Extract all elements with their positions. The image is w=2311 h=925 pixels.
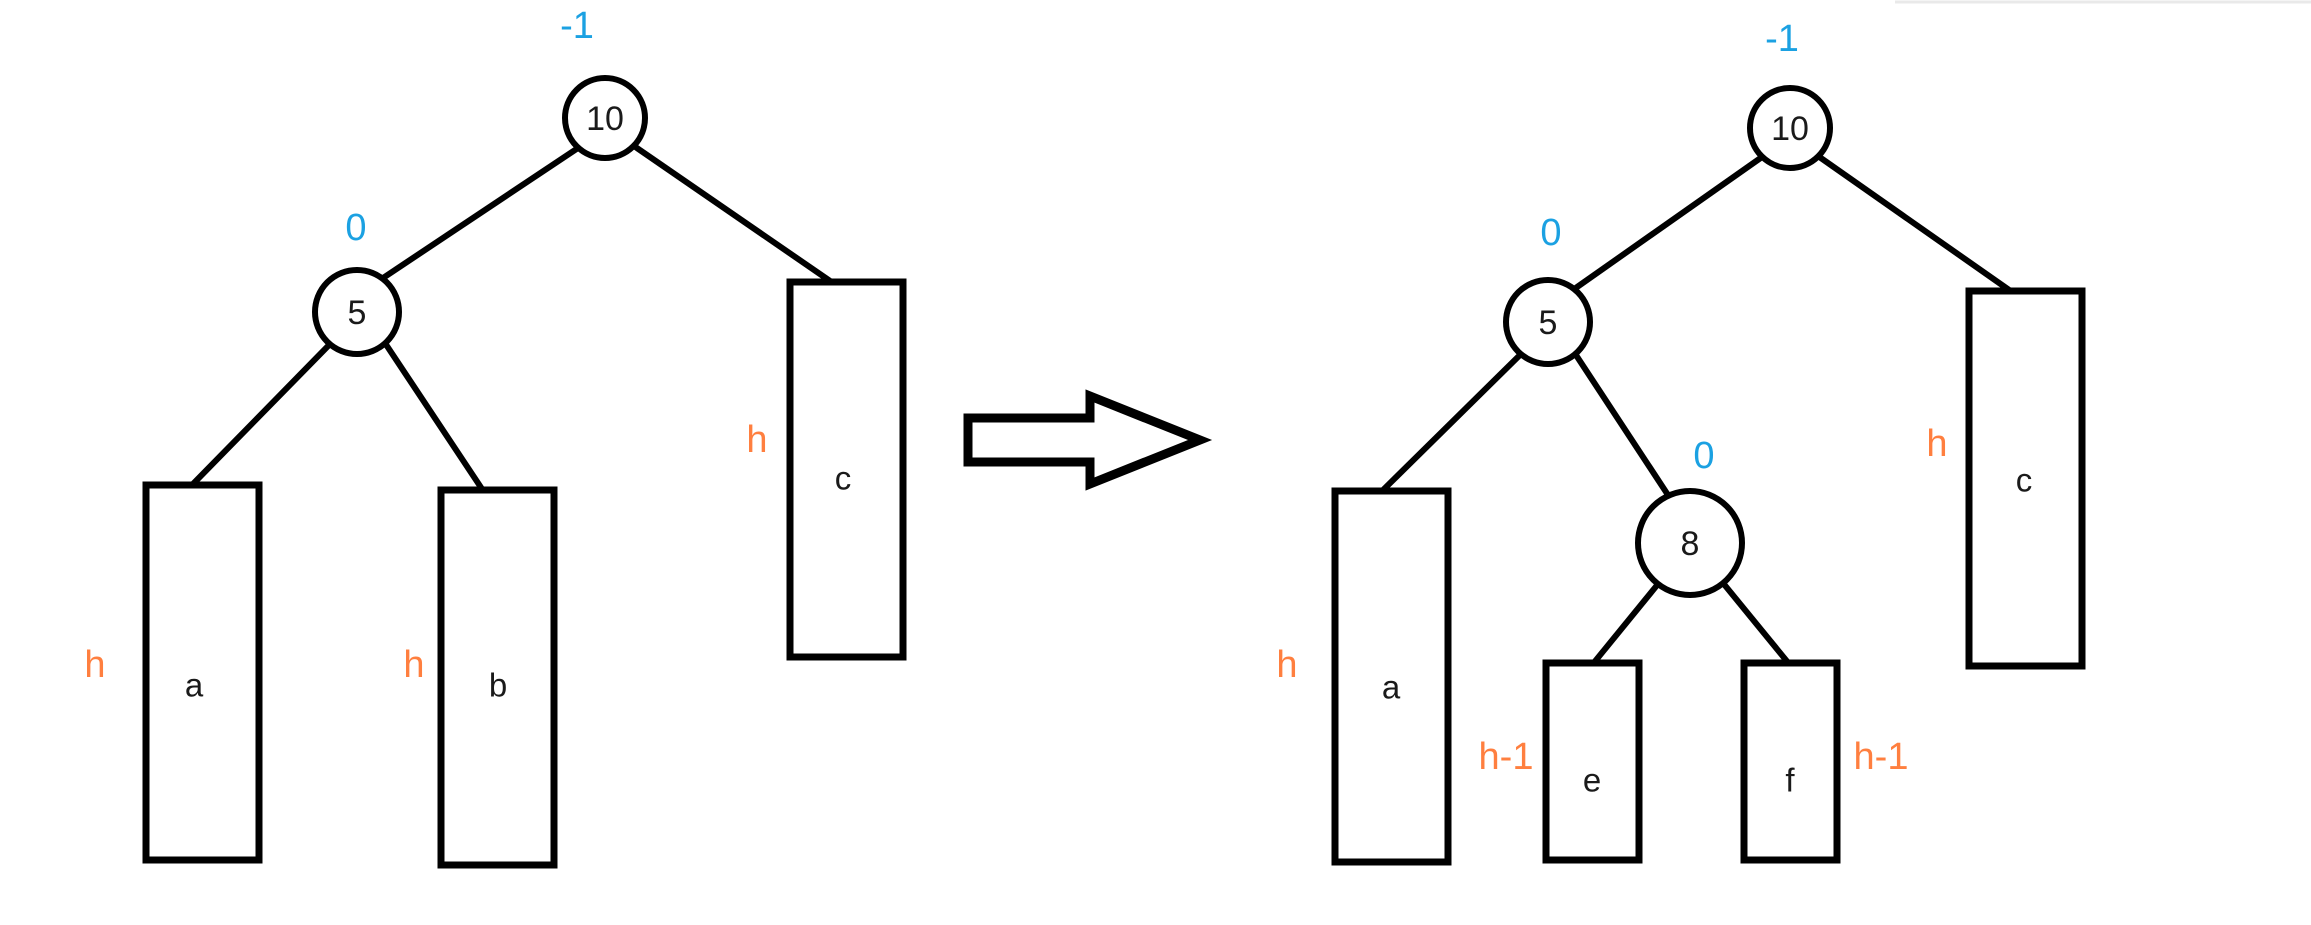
- subtree-label-right-a: a: [1382, 669, 1401, 706]
- subtree-label-right-e: e: [1583, 762, 1601, 799]
- node-circle-10[interactable]: [562, 75, 648, 161]
- left-tree-group: 10 5 -1 0 a b c h h h: [84, 5, 907, 869]
- height-label-a: h: [84, 644, 105, 686]
- node-label-right-8: 8: [1681, 525, 1700, 563]
- node-label-right-5: 5: [1539, 304, 1558, 342]
- balance-factor-label-10: -1: [560, 5, 594, 47]
- balance-factor-label-right-5: 0: [1540, 212, 1561, 254]
- edge-r8-to-re: [1589, 582, 1661, 667]
- subtree-label-right-c: c: [2016, 462, 2033, 499]
- subtree-rect-right-a[interactable]: [1331, 487, 1452, 866]
- transformation-arrow-icon: [963, 389, 1213, 491]
- edge-r5-to-ra: [1377, 350, 1525, 496]
- subtree-label-a: a: [185, 667, 204, 704]
- node-circle-right-5[interactable]: [1503, 277, 1593, 367]
- edge-5-to-b: [382, 341, 487, 494]
- edge-r10-to-r5: [1568, 154, 1764, 295]
- height-label-right-e: h-1: [1479, 736, 1534, 778]
- subtree-rect-right-c[interactable]: [1965, 287, 2086, 670]
- node-label-10: 10: [586, 100, 624, 138]
- node-circle-right-8[interactable]: [1635, 488, 1745, 598]
- balance-factor-label-right-10: -1: [1765, 18, 1799, 60]
- edge-r10-to-rc: [1816, 153, 2014, 295]
- subtree-rect-b[interactable]: [437, 486, 558, 869]
- height-label-c: h: [746, 419, 767, 461]
- node-label-5: 5: [348, 294, 367, 332]
- subtree-label-right-f: f: [1785, 762, 1795, 799]
- subtree-label-c: c: [835, 460, 852, 497]
- balance-factor-label-5: 0: [345, 207, 366, 249]
- height-label-right-a: h: [1276, 644, 1297, 686]
- node-circle-5[interactable]: [312, 267, 402, 357]
- subtree-rect-right-f[interactable]: [1740, 659, 1841, 864]
- right-tree-group: 10 5 8 -1 0 0 a e f c h h-1 h-1 h: [1276, 18, 2086, 866]
- balance-factor-label-right-8: 0: [1693, 435, 1714, 477]
- height-label-right-f: h-1: [1854, 736, 1909, 778]
- node-circle-right-10[interactable]: [1747, 85, 1833, 171]
- node-label-right-10: 10: [1771, 110, 1809, 148]
- edge-10-to-c: [632, 143, 835, 286]
- subtree-rect-a[interactable]: [142, 481, 263, 864]
- height-label-right-c: h: [1926, 423, 1947, 465]
- subtree-label-b: b: [489, 667, 507, 704]
- subtree-rect-right-e[interactable]: [1542, 659, 1643, 864]
- height-label-b: h: [403, 644, 424, 686]
- edge-5-to-a: [187, 340, 334, 490]
- edge-r8-to-rf: [1720, 581, 1793, 667]
- edge-r5-to-r8: [1571, 350, 1671, 497]
- subtree-rect-c[interactable]: [786, 278, 907, 661]
- edge-10-to-5: [378, 145, 580, 283]
